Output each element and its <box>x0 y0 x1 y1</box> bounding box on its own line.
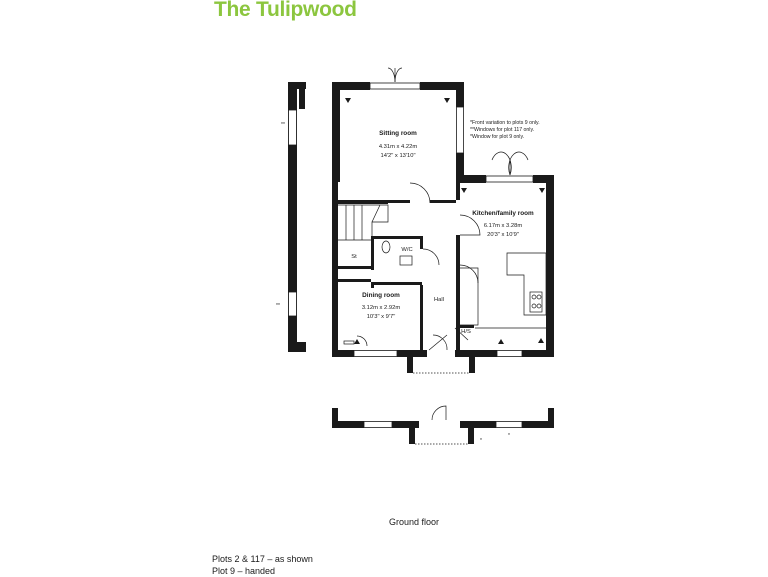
wc-label: W/C <box>401 247 412 253</box>
marker-star: ** <box>281 122 285 128</box>
window <box>363 421 393 428</box>
note-3: *Window for plot 9 only. <box>470 134 524 140</box>
hs-label: H/S <box>461 329 471 335</box>
wall-top-right <box>420 82 464 90</box>
plots-line-2: Plot 9 – handed <box>212 566 276 576</box>
dining-room-imperial: 10'3" x 9'7" <box>367 314 396 320</box>
dining-room-metric: 3.12m x 2.92m <box>362 305 401 311</box>
walls <box>288 82 554 444</box>
hall-label: Hall <box>434 297 444 303</box>
marker-star: * <box>508 433 510 439</box>
windows <box>288 82 534 428</box>
window <box>456 106 464 154</box>
wall-left-lower <box>332 182 338 357</box>
window <box>353 350 398 357</box>
wall-left-upper <box>332 82 340 182</box>
sitting-room-name: Sitting room <box>379 130 417 137</box>
marker-star: * <box>480 438 482 444</box>
kitchen-name: Kitchen/family room <box>472 210 534 217</box>
plots-note: Plots 2 & 117 – as shown Plot 9 – handed <box>212 553 313 577</box>
side-elevation-wall <box>288 82 297 352</box>
wall-top-left <box>332 82 370 90</box>
note-2: **Windows for plot 117 only. <box>470 127 534 133</box>
window <box>495 421 523 428</box>
wall-hall-kitchen <box>456 235 460 355</box>
sitting-room-metric: 4.31m x 4.22m <box>379 144 418 150</box>
french-doors <box>369 82 421 90</box>
french-doors <box>485 175 534 183</box>
window <box>288 291 297 317</box>
window <box>288 109 297 146</box>
kitchen-imperial: 20'3" x 10'9" <box>487 232 519 238</box>
note-1: *Front variation to plots 9 only. <box>470 120 540 126</box>
door-swings <box>338 67 547 445</box>
store-label: St <box>351 254 357 260</box>
dining-room-name: Dining room <box>362 292 400 299</box>
window <box>496 350 523 357</box>
marker-star: ** <box>276 303 280 309</box>
plots-line-1: Plots 2 & 117 – as shown <box>212 554 313 564</box>
kitchen-metric: 6.17m x 3.28m <box>484 223 523 229</box>
wall-right <box>546 175 554 355</box>
floor-label: Ground floor <box>389 517 440 527</box>
sitting-room-imperial: 14'2" x 13'10" <box>380 153 415 159</box>
page-title: The Tulipwood <box>214 0 357 21</box>
markers <box>345 98 545 344</box>
